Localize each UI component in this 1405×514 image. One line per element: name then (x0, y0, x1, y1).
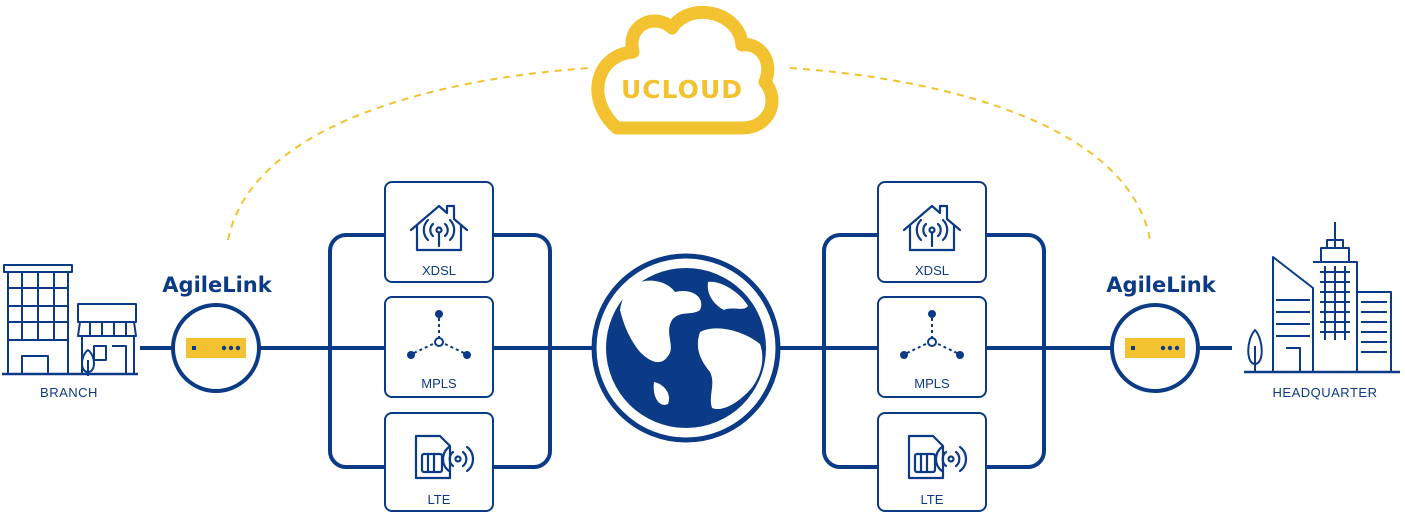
left-mpls-label: MPLS (421, 376, 457, 391)
right-agilelink-device (1110, 303, 1200, 393)
left-device-label: AgileLink (162, 273, 272, 297)
right-cloud-link (789, 67, 1151, 241)
right-device-label: AgileLink (1106, 273, 1216, 297)
branch-building-icon (2, 264, 138, 376)
left-xdsl-label: XDSL (422, 263, 456, 278)
cloud-icon (591, 5, 779, 135)
right-lte-label: LTE (921, 492, 944, 507)
left-lte-box: LTE (384, 412, 494, 512)
right-mpls-box: MPLS (877, 296, 987, 398)
cloud-label: UCLOUD (621, 75, 743, 104)
left-agilelink-device (171, 303, 261, 393)
right-xdsl-box: XDSL (877, 181, 987, 283)
left-cloud-link (227, 67, 591, 241)
left-lte-label: LTE (428, 492, 451, 507)
right-lte-box: LTE (877, 412, 987, 512)
headquarter-building-icon (1244, 222, 1400, 374)
globe-icon (591, 253, 781, 443)
left-xdsl-box: XDSL (384, 181, 494, 283)
right-mpls-label: MPLS (914, 376, 950, 391)
left-mpls-box: MPLS (384, 296, 494, 398)
headquarter-label: HEADQUARTER (1273, 385, 1378, 400)
branch-label: BRANCH (40, 385, 98, 400)
right-xdsl-label: XDSL (915, 263, 949, 278)
